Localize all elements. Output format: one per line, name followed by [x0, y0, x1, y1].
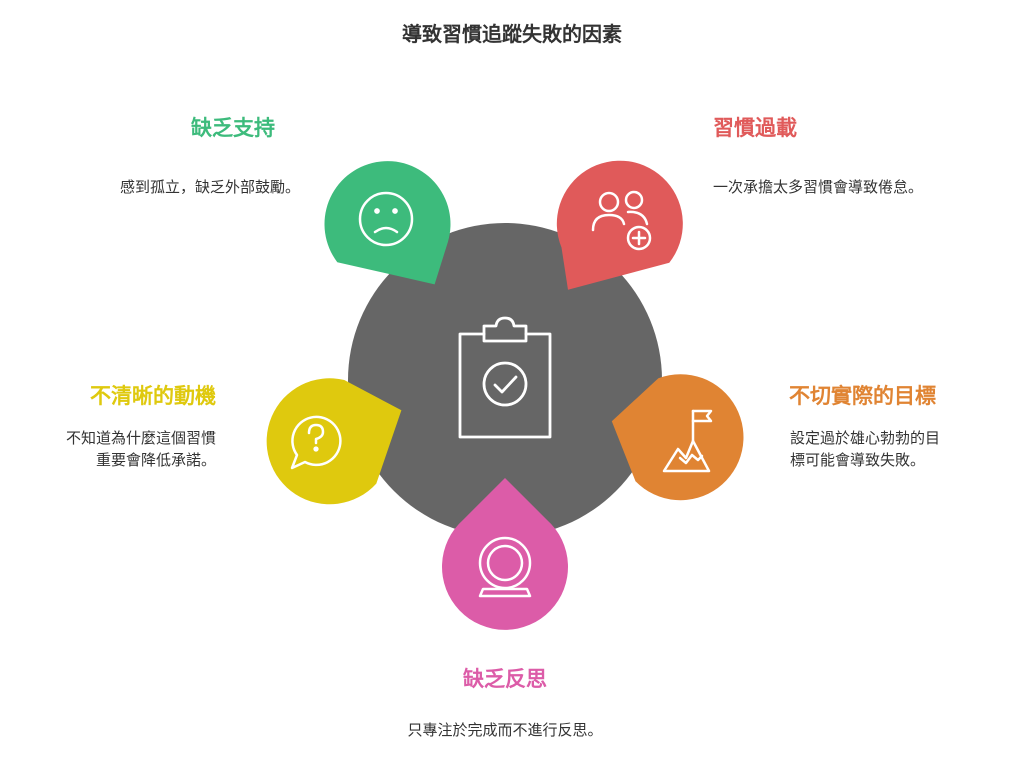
question-bubble-icon	[290, 415, 342, 470]
desc-line: 標可能會導致失敗。	[790, 451, 926, 469]
desc-unrealistic-goals: 設定過於雄心勃勃的目 標可能會導致失敗。	[790, 427, 940, 471]
desc-line: 感到孤立，缺乏外部鼓勵。	[119, 178, 300, 196]
desc-lack-reflection: 只專注於完成而不進行反思。	[0, 719, 1010, 741]
drop-lack-support	[324, 161, 451, 285]
desc-habit-overload: 一次承擔太多習慣會導致倦怠。	[713, 176, 923, 198]
heading-unclear-motivation: 不清晰的動機	[90, 384, 216, 408]
drop-unrealistic-goals	[611, 374, 744, 501]
desc-line: 設定過於雄心勃勃的目	[790, 429, 941, 447]
ring-icon	[478, 536, 532, 598]
desc-line: 一次承擔太多習慣會導致倦怠。	[713, 178, 924, 196]
diagram-title: 導致習慣追蹤失敗的因素	[402, 22, 622, 46]
desc-line: 重要會降低承諾。	[95, 451, 216, 469]
frown-face-icon	[358, 191, 414, 247]
heading-lack-reflection: 缺乏反思	[463, 667, 547, 691]
center-circle	[348, 223, 662, 537]
desc-unclear-motivation: 不知道為什麼這個習慣 重要會降低承諾。	[66, 427, 216, 471]
desc-lack-support: 感到孤立，缺乏外部鼓勵。	[120, 176, 300, 198]
desc-line: 只專注於完成而不進行反思。	[407, 721, 603, 739]
heading-lack-support: 缺乏支持	[191, 116, 275, 140]
mountain-flag-icon	[662, 409, 713, 473]
drop-habit-overload	[556, 160, 683, 290]
heading-habit-overload: 習慣過載	[713, 116, 797, 140]
drop-lack-reflection	[442, 478, 569, 630]
desc-line: 不知道為什麼這個習慣	[65, 429, 216, 447]
clipboard-check-icon	[458, 316, 552, 439]
heading-unrealistic-goals: 不切實際的目標	[789, 384, 936, 408]
users-add-icon	[591, 190, 652, 251]
drop-unclear-motivation	[266, 378, 402, 505]
